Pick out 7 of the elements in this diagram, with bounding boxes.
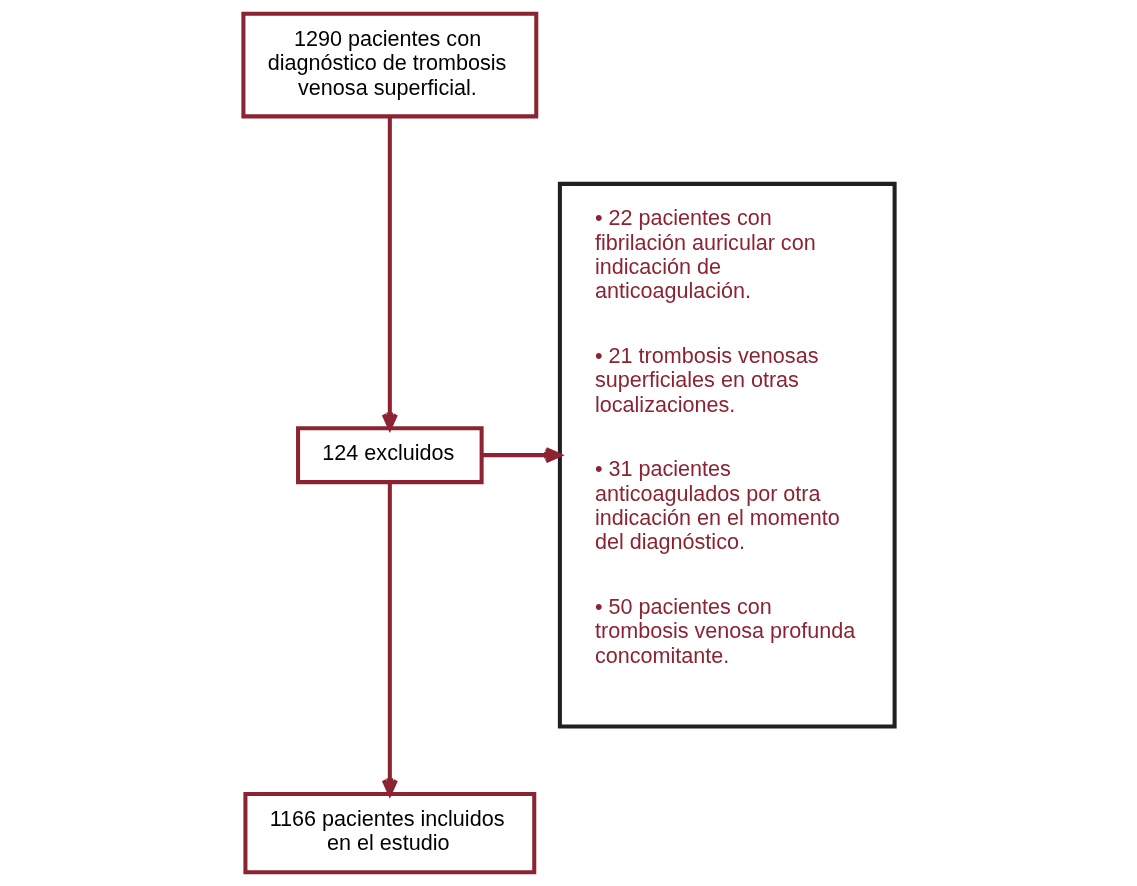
arrow	[381, 116, 398, 431]
node-box: 1166 pacientes incluidos en el estudio	[242, 791, 536, 875]
arrow	[381, 482, 398, 796]
node-box: 1290 pacientes con diagnóstico de trombosis venosa superficial.	[240, 11, 538, 119]
arrow	[481, 447, 562, 464]
node-box: 124 excluidos	[295, 426, 484, 485]
node-box: • 22 pacientes con fibrilación auricular con indicación de anticoagulación. • 21 trombosis venosas superficiales en otras localizaciones. • 31 pacientes anticoagulados por otra indicación en el momento del diagnóstico. • 50 pacientes con trombosis venosa profunda concomitante.	[557, 181, 897, 729]
